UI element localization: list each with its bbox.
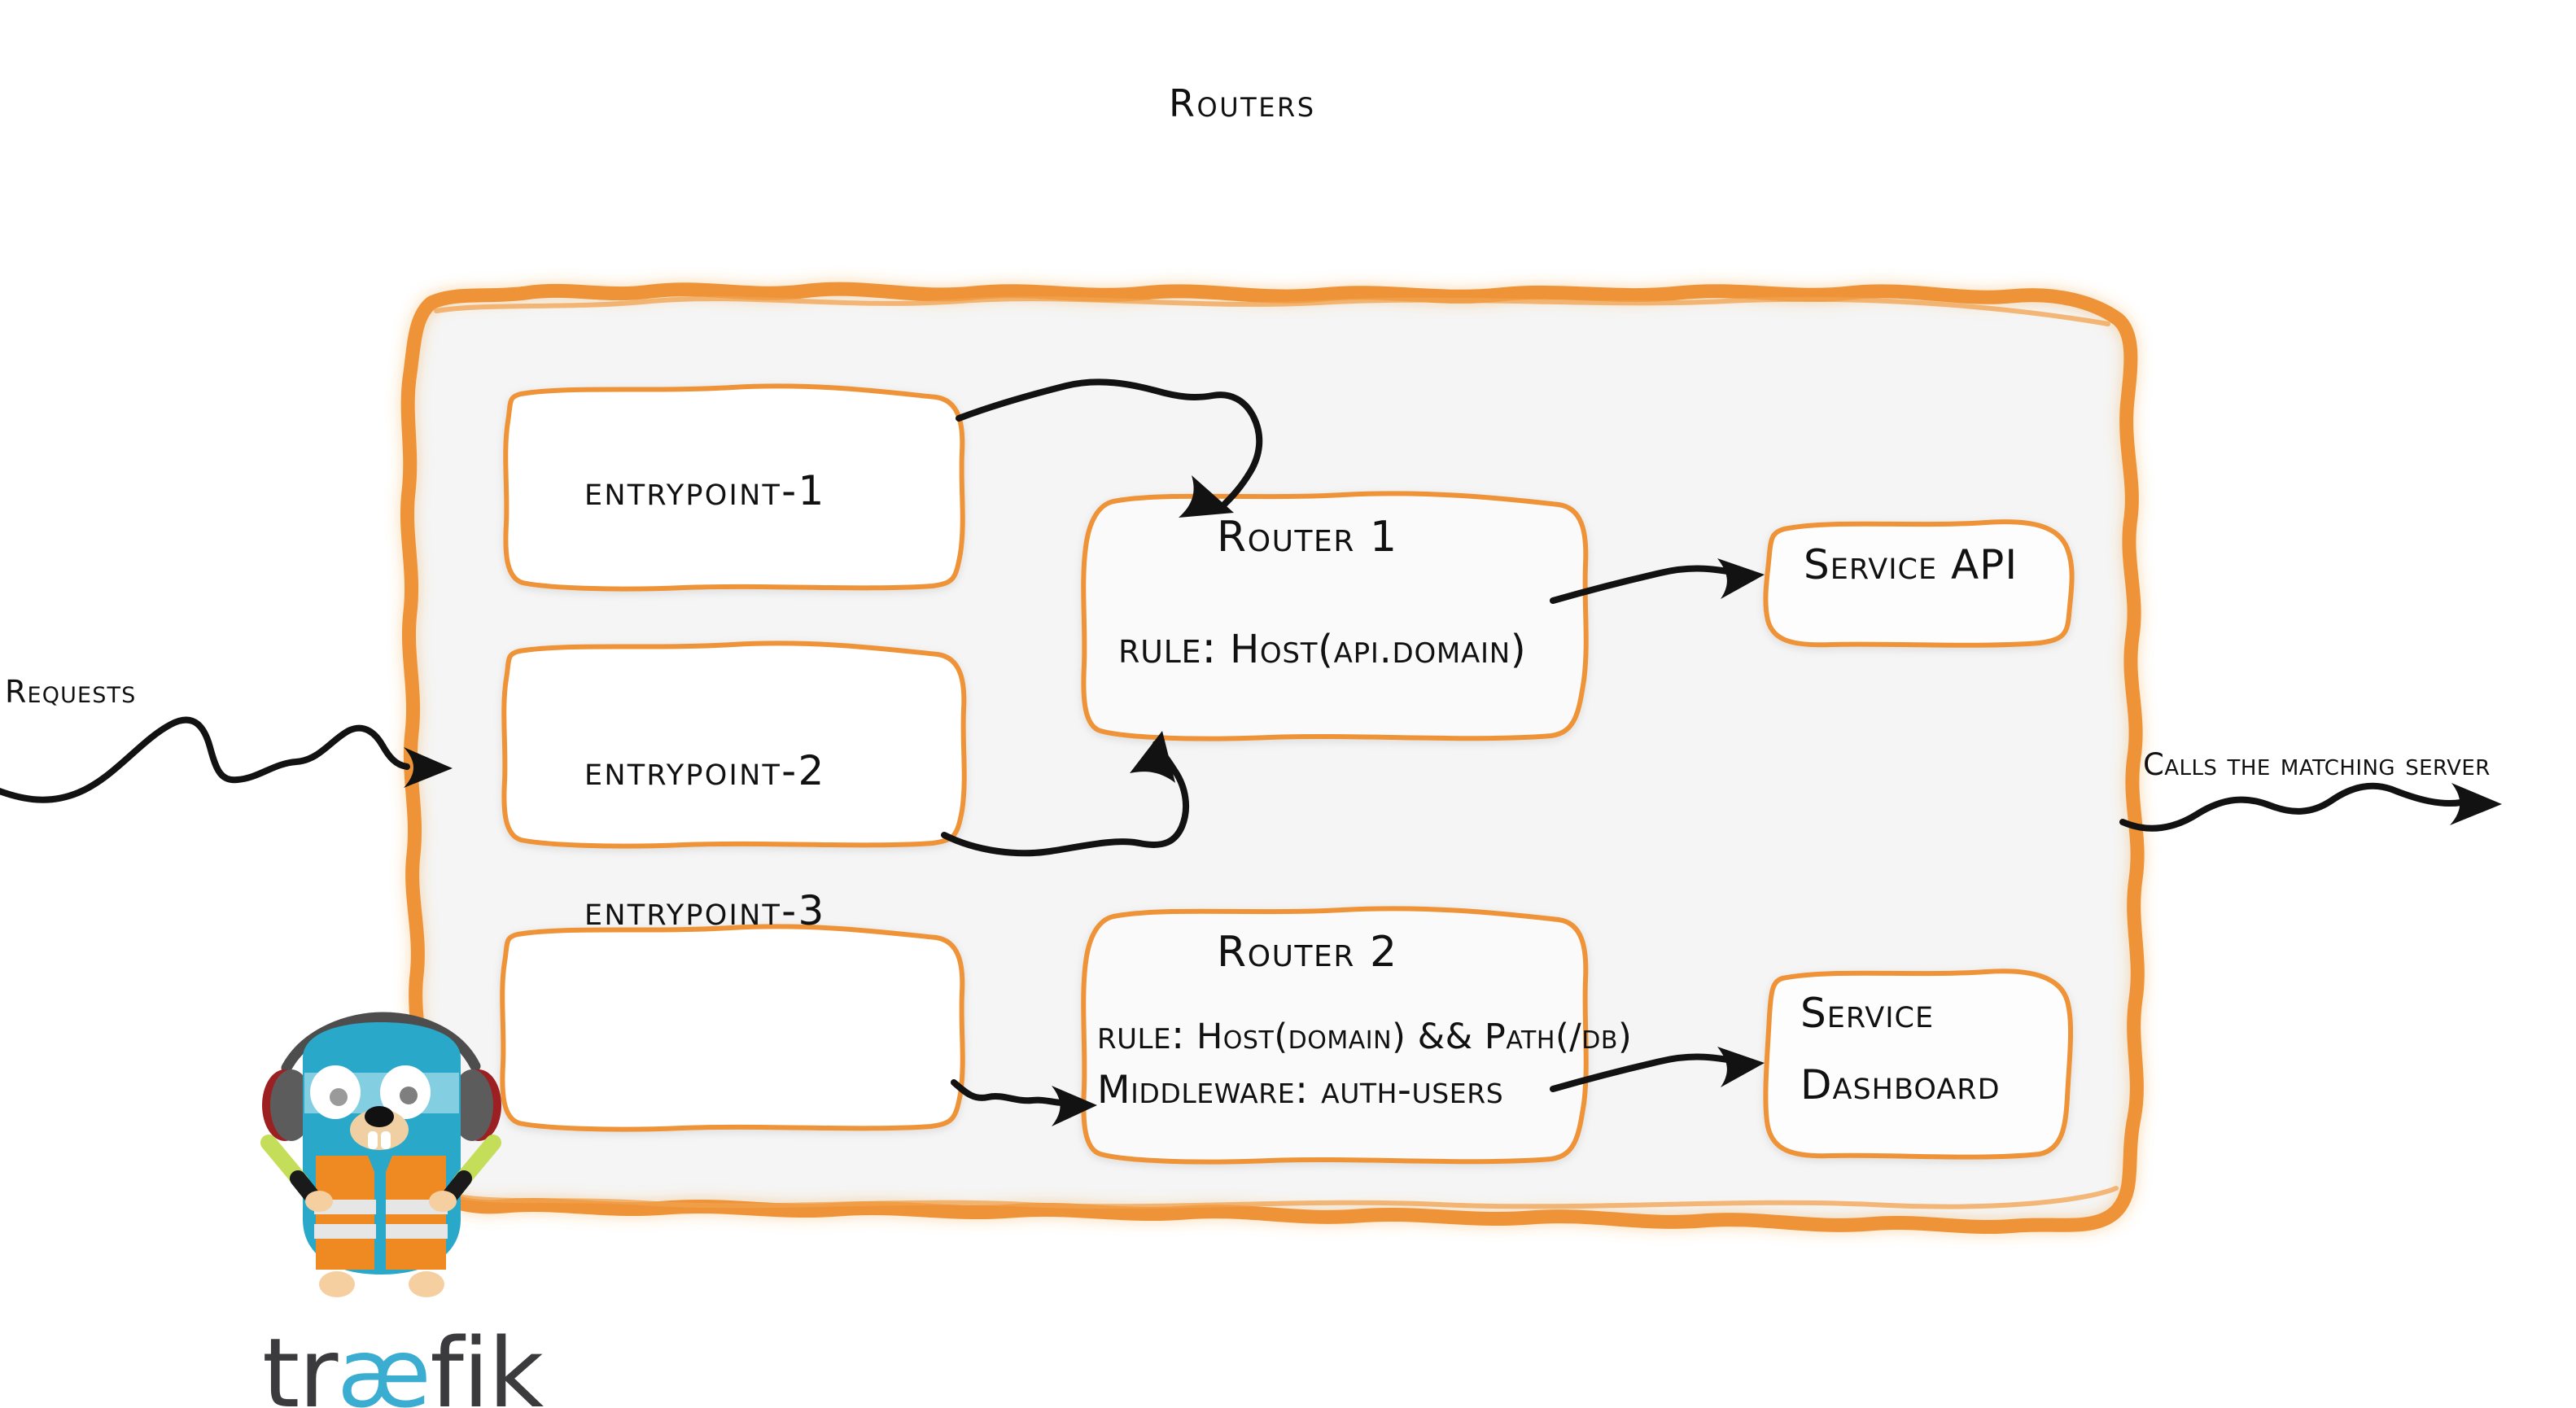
wordmark-ligature: æ bbox=[336, 1317, 431, 1408]
arrow-router2-to-service-dashboard bbox=[1550, 1047, 1765, 1092]
service-dashboard-label-line1: Service bbox=[1800, 990, 1935, 1037]
arrow-router1-to-service-api bbox=[1550, 558, 1765, 604]
router-2-middleware-keyword: Middleware: bbox=[1097, 1068, 1309, 1113]
entrypoint-box-1[interactable] bbox=[503, 383, 965, 592]
router-1-name: Router 1 bbox=[1217, 513, 1398, 562]
service-box-dashboard[interactable] bbox=[1763, 969, 2074, 1160]
traefik-wordmark: træfik bbox=[262, 1325, 544, 1408]
arrow-entrypoint1-to-router1 bbox=[956, 378, 1263, 518]
router-1-rule: rule: Host(api.domain) bbox=[1118, 622, 1526, 673]
outbound-calls-arrow bbox=[2119, 782, 2502, 832]
entrypoint-box-2[interactable] bbox=[501, 641, 967, 849]
router-2-middleware: Middleware: auth-users bbox=[1097, 1068, 1503, 1113]
requests-label: Requests bbox=[5, 674, 137, 710]
calls-the-matching-server-label: Calls the matching server bbox=[2143, 747, 2491, 782]
router-2-rule-value: Host(domain) && Path(/db) bbox=[1196, 1017, 1633, 1057]
inbound-requests-arrow bbox=[0, 716, 453, 803]
service-box-api[interactable] bbox=[1763, 519, 2075, 648]
traefik-gopher-icon bbox=[260, 1012, 501, 1297]
router-2-rule-keyword: rule: bbox=[1097, 1012, 1185, 1058]
entrypoint-1-label: entrypoint-1 bbox=[584, 467, 826, 514]
entrypoint-3-label: entrypoint-3 bbox=[584, 887, 826, 934]
router-1-rule-keyword: rule: bbox=[1118, 622, 1218, 673]
wordmark-part2: fik bbox=[430, 1317, 544, 1408]
entrypoint-2-label: entrypoint-2 bbox=[584, 747, 826, 794]
router-2-middleware-value: auth-users bbox=[1321, 1068, 1504, 1113]
page-title: Routers bbox=[1169, 81, 1316, 125]
router-2-name: Router 2 bbox=[1217, 928, 1398, 977]
arrow-entrypoint2-to-router1 bbox=[941, 731, 1190, 857]
router-2-rule: rule: Host(domain) && Path(/db) bbox=[1097, 1012, 1632, 1058]
arrow-entrypoint3-to-router2 bbox=[951, 1079, 1097, 1126]
entrypoint-box-3[interactable] bbox=[500, 924, 965, 1132]
wordmark-part1: tr bbox=[262, 1317, 338, 1408]
router-box-1[interactable] bbox=[1081, 491, 1589, 741]
router-1-rule-value: Host(api.domain) bbox=[1230, 627, 1527, 672]
service-dashboard-label-line2: Dashboard bbox=[1800, 1061, 2001, 1108]
service-api-label: Service API bbox=[1804, 541, 2018, 588]
router-box-2[interactable] bbox=[1081, 906, 1589, 1165]
